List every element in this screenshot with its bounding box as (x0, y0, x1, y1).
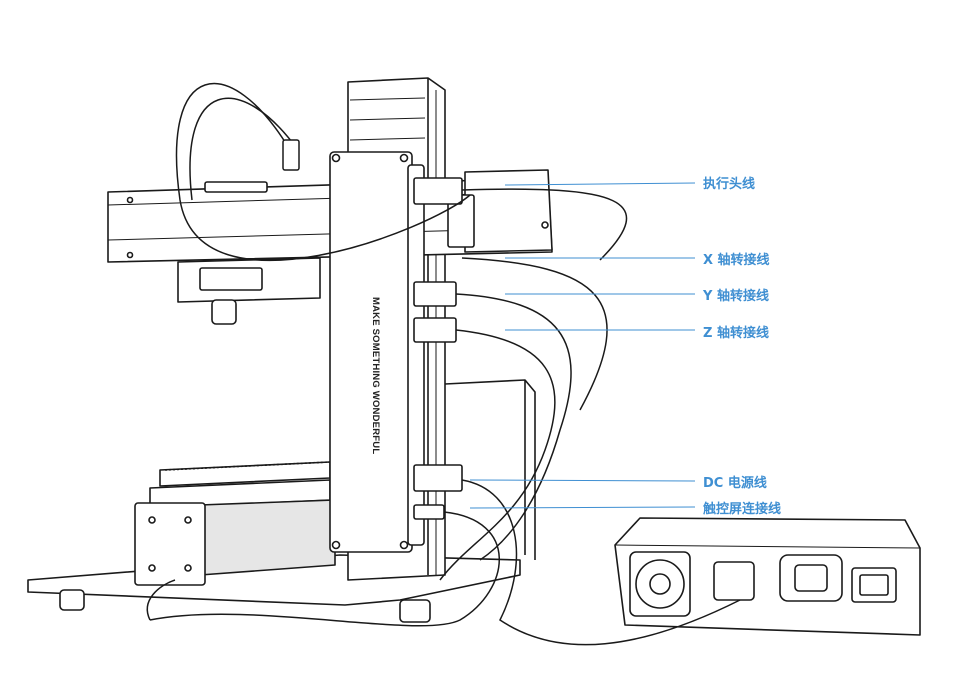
power-supply (614, 517, 921, 636)
label-y-axis-cable: Y 轴转接线 (703, 289, 769, 304)
callout-leaders (469, 182, 696, 509)
frame-handle (444, 379, 536, 560)
label-toolhead-cable: 执行头线 (703, 177, 756, 192)
label-z-axis-cable: Z 轴转接线 (703, 326, 769, 341)
printer-brand-text: MAKE SOMETHING WONDERFUL (370, 297, 381, 455)
y-axis-module (134, 461, 336, 586)
label-x-axis-cable: X 轴转接线 (703, 253, 770, 268)
controller-box (329, 151, 463, 553)
label-dc-power-cable: DC 电源线 (703, 476, 767, 491)
label-touchscreen-cable: 触控屏连接线 (703, 502, 782, 517)
